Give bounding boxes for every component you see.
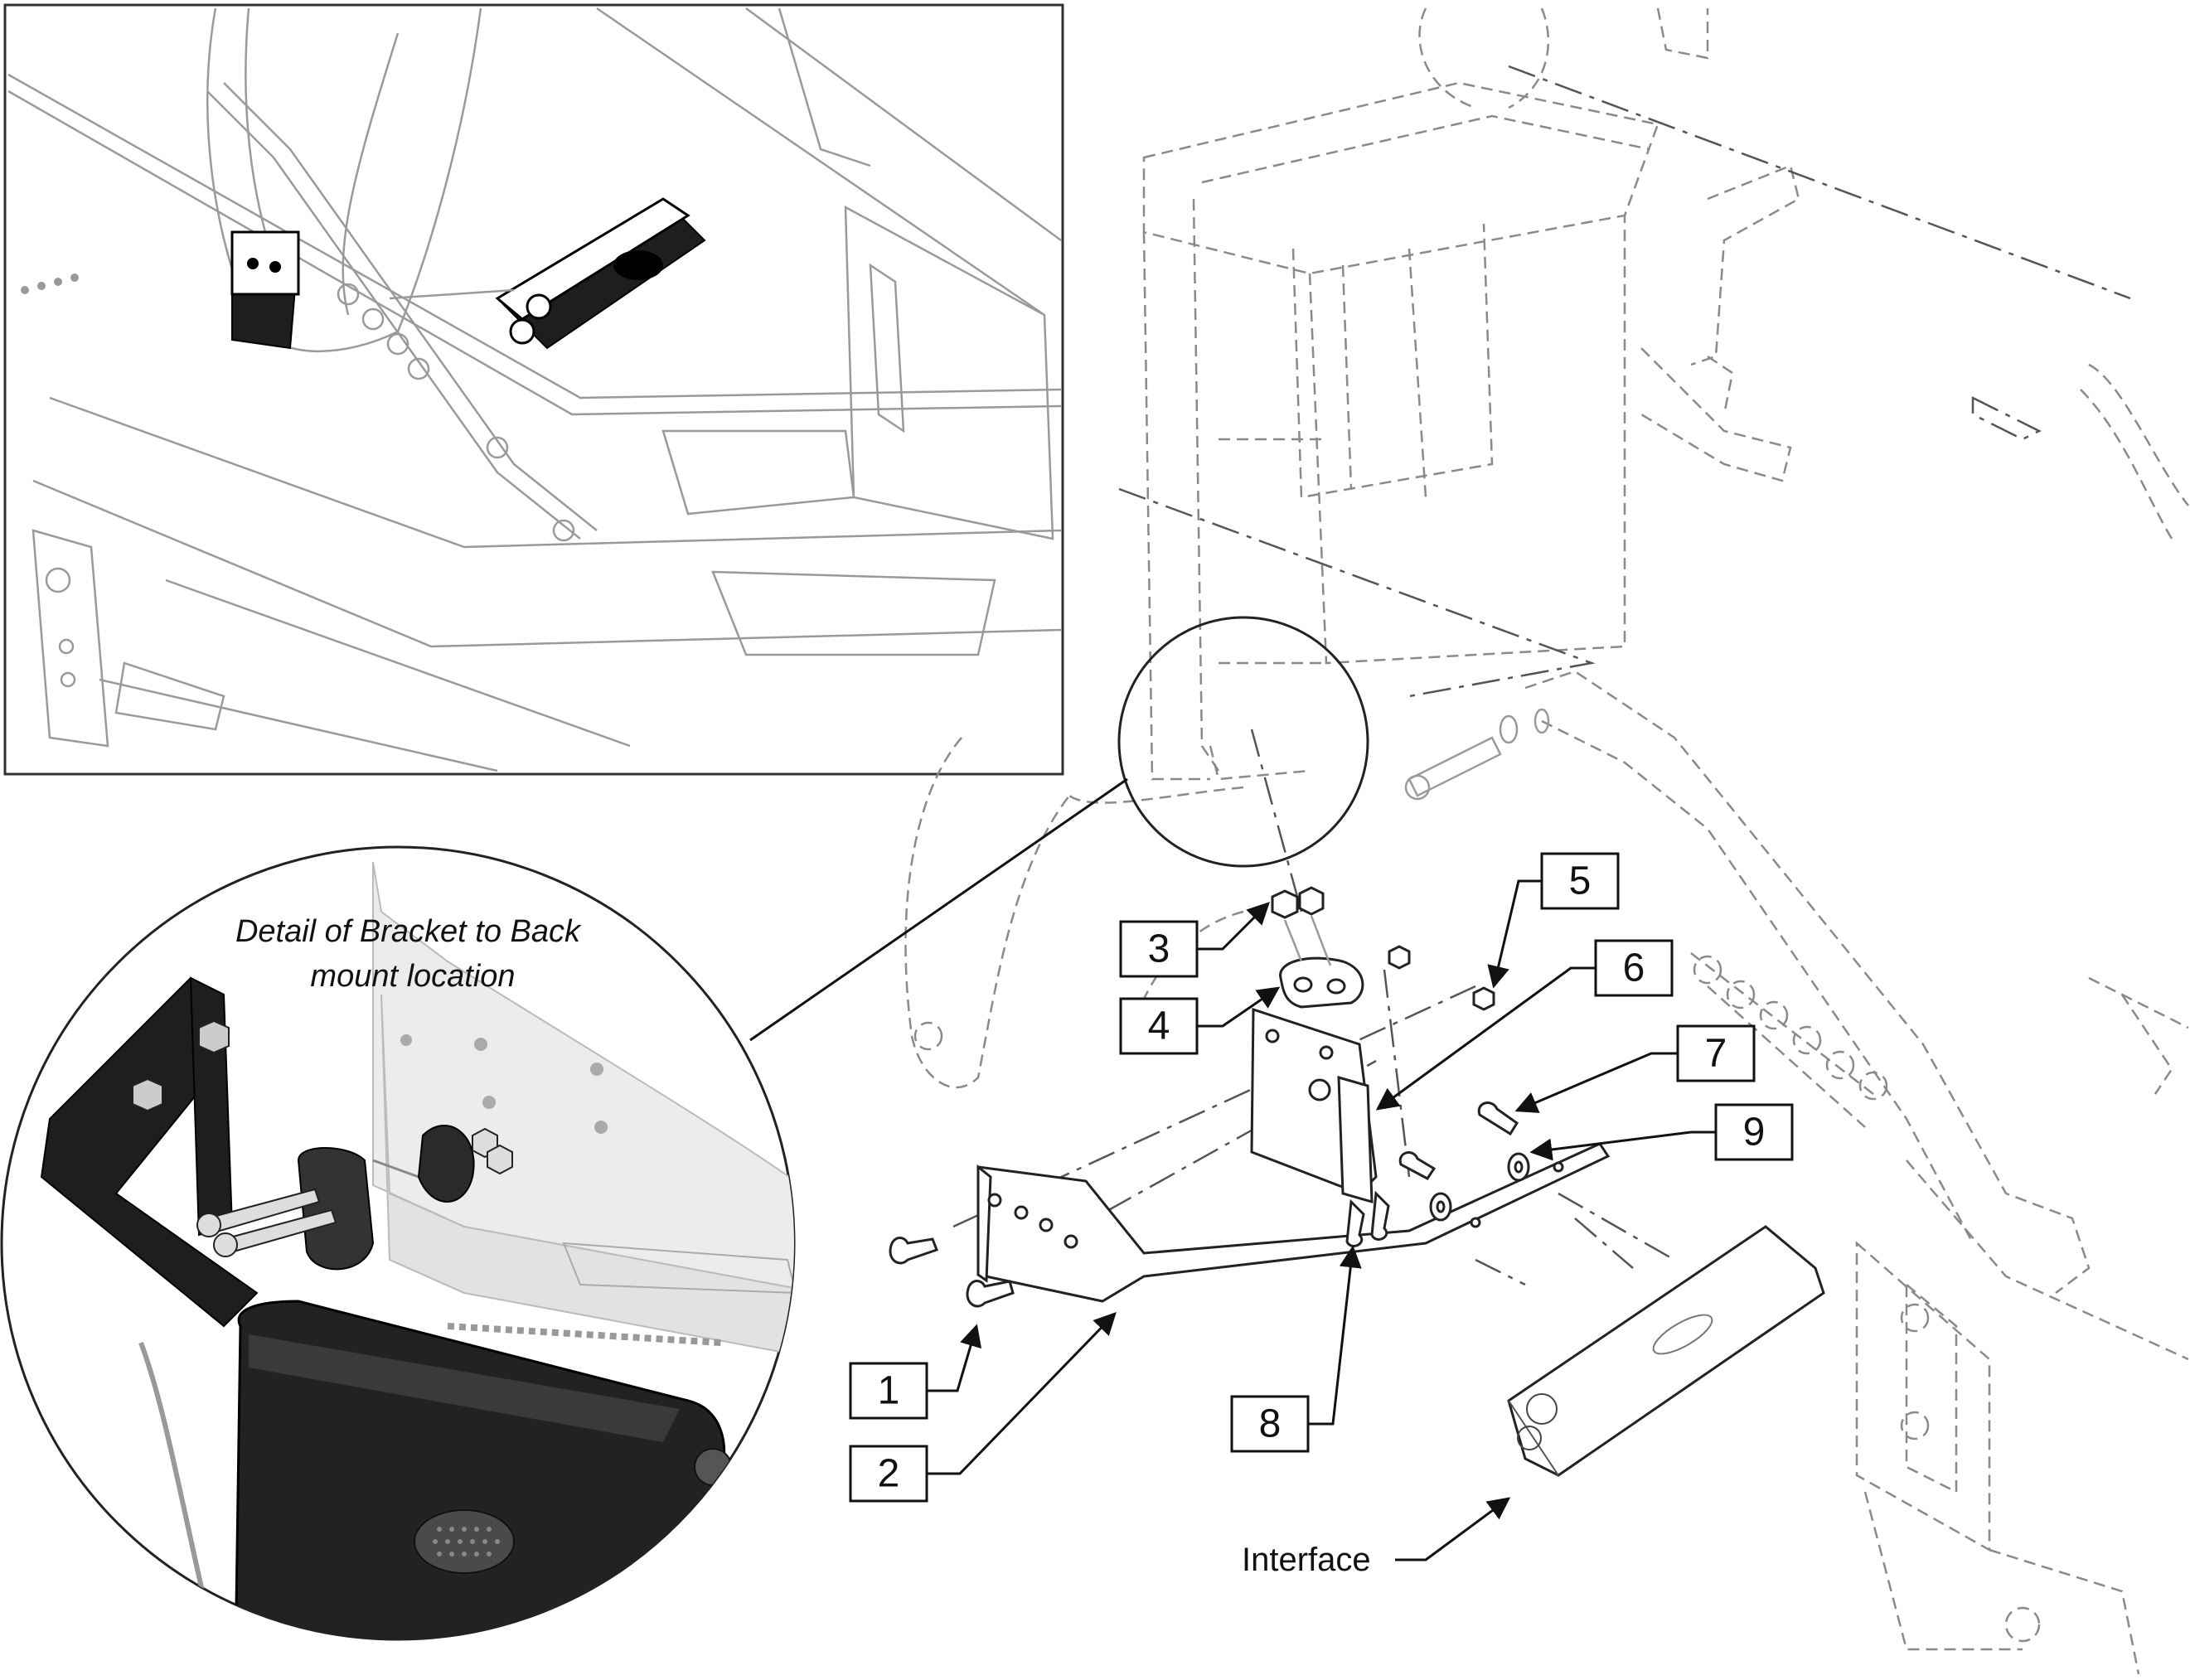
- callout-9-label: 9: [1743, 1111, 1766, 1155]
- part-5-nut: [1472, 986, 1495, 1011]
- interface-module-outline: [1507, 1225, 1825, 1477]
- part-8-screws: [1345, 1151, 1437, 1247]
- part-6-mount-bracket: [1250, 1007, 1378, 1204]
- callout-4: 4: [1119, 986, 1281, 1055]
- callout-5-label: 5: [1569, 859, 1592, 903]
- callout-9: 9: [1529, 1103, 1794, 1161]
- part-3-nuts: [1271, 886, 1332, 966]
- inset-chair-frame: [7, 7, 1062, 772]
- interface-label-group: Interface: [1242, 1497, 1511, 1578]
- callout-1: 1: [849, 1324, 982, 1420]
- detail-title-line2: mount location: [310, 959, 515, 994]
- callout-6: 6: [1375, 939, 1674, 1111]
- callout-2-label: 2: [878, 1452, 900, 1496]
- detail-circle: Detail of Bracket to Back mount location: [0, 845, 796, 1641]
- part-7-screw: [1477, 1101, 1519, 1136]
- detail-title-line1: Detail of Bracket to Back: [235, 914, 582, 949]
- callout-3-label: 3: [1148, 927, 1170, 971]
- detail-drawing: [40, 861, 794, 1639]
- interface-label: Interface: [1242, 1542, 1371, 1578]
- callout-5: 5: [1487, 852, 1620, 989]
- part-2-bracket-arm: [976, 1142, 1611, 1303]
- callout-2: 2: [849, 1312, 1117, 1503]
- part-9-washers: [1429, 1152, 1530, 1222]
- callout-4-label: 4: [1148, 1005, 1170, 1048]
- part-4-spacer-plate: [1279, 956, 1364, 1009]
- overview-inset: [3, 3, 1064, 776]
- callout-7: 7: [1514, 1024, 1756, 1113]
- callout-7-label: 7: [1705, 1032, 1727, 1076]
- callout-1-label: 1: [878, 1369, 900, 1413]
- part-1-screws: [889, 1237, 1015, 1308]
- zoom-ring: [749, 616, 1369, 1042]
- callout-6-label: 6: [1623, 947, 1645, 990]
- callout-3: 3: [1119, 902, 1270, 978]
- callout-8: 8: [1230, 1245, 1362, 1453]
- callout-8-label: 8: [1259, 1402, 1282, 1446]
- part-5-nut-2: [1388, 945, 1411, 970]
